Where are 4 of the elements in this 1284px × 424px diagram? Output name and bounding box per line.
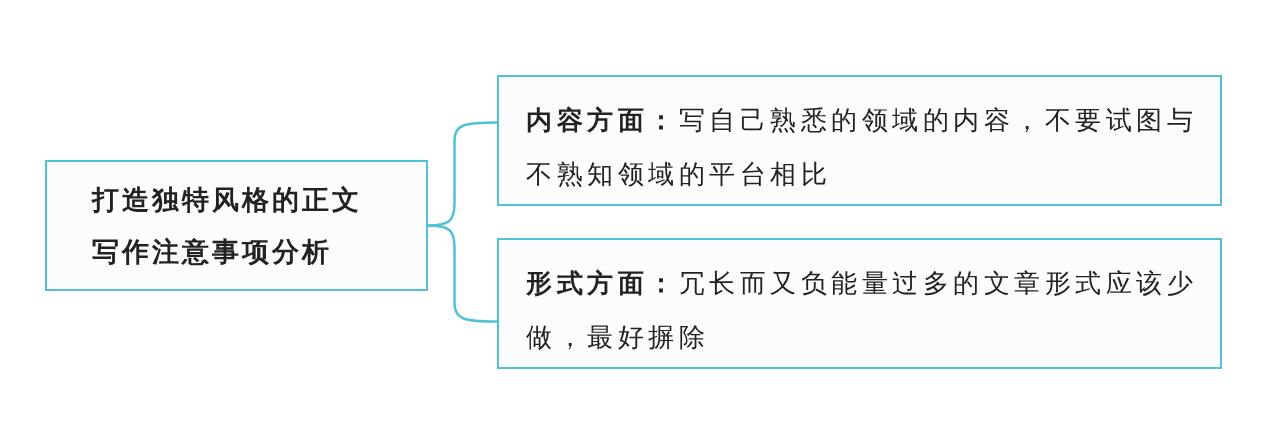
note-box: 内容方面：写自己熟悉的领域的内容，不要试图与不熟知领域的平台相比 bbox=[497, 75, 1222, 206]
topic-box: 打造独特风格的正文写作注意事项分析 bbox=[45, 160, 428, 291]
note-box: 形式方面：冗长而又负能量过多的文章形式应该少做，最好摒除 bbox=[497, 238, 1222, 369]
brace-line bbox=[427, 224, 497, 323]
